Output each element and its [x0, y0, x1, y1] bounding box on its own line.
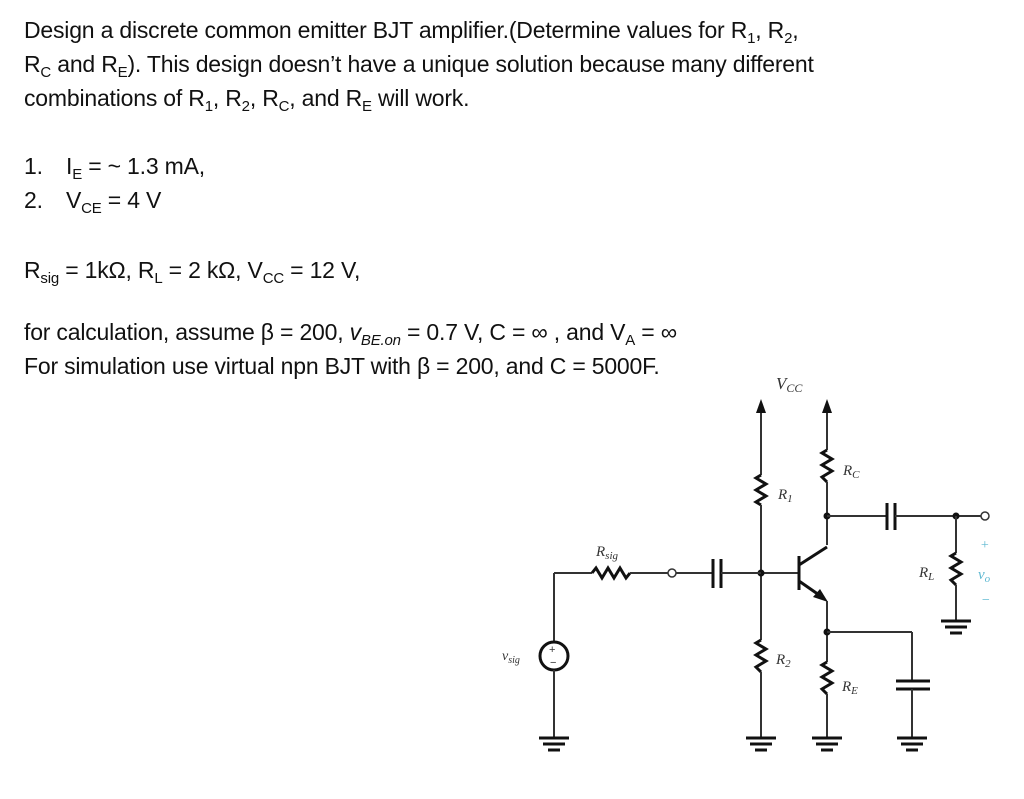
rc-branch: RC [819, 399, 860, 545]
r1-branch: R1 [753, 399, 793, 640]
rl-label: RL [918, 565, 934, 583]
r1-resistor [753, 473, 769, 507]
intro-line-2: RC and RE). This design doesn’t have a u… [24, 51, 814, 81]
rsig-resistor [590, 565, 632, 581]
vcc-arrow-icon [756, 399, 766, 413]
ground-icon [539, 736, 569, 752]
given-values: Rsig = 1kΩ, RL = 2 kΩ, VCC = 12 V, [24, 257, 361, 287]
output-network: RL + vo − [827, 503, 991, 635]
r1-label: R1 [777, 487, 793, 505]
input-terminal [667, 568, 677, 578]
svg-text:+: + [549, 644, 555, 656]
intro-line-3: combinations of R1, R2, RC, and RE will … [24, 85, 470, 115]
vo-minus: − [981, 593, 990, 608]
npn-transistor [757, 545, 831, 662]
vcc-arrow-icon [822, 399, 832, 413]
emitter-network: RE [812, 631, 930, 752]
vsig-label: vsig [502, 649, 520, 666]
emitter-arrow-icon [813, 589, 828, 602]
svg-text:−: − [550, 657, 556, 669]
output-terminal [980, 511, 990, 521]
ground-icon [812, 736, 842, 752]
rc-resistor [819, 448, 835, 484]
r2-branch: R2 [746, 638, 791, 752]
r2-resistor [753, 638, 769, 674]
requirement-vce: 2. VCE = 4 V [24, 187, 162, 217]
input-network: Rsig + − vsig [502, 544, 761, 752]
calculation-assumptions: for calculation, assume β = 200, vBE.on … [24, 319, 677, 349]
rl-resistor [948, 551, 964, 587]
r2-label: R2 [775, 652, 791, 670]
re-label: RE [841, 679, 858, 697]
requirements-list: 1. IE = ~ 1.3 mA, 2. VCE = 4 V [24, 149, 205, 217]
re-resistor [819, 660, 835, 696]
assumptions: for calculation, assume β = 200, vBE.on … [24, 315, 677, 383]
rsig-label: Rsig [595, 544, 619, 562]
ground-icon [897, 736, 927, 752]
ground-icon [746, 736, 776, 752]
vcc-label: VCC [776, 374, 803, 395]
vo-plus: + [980, 538, 989, 553]
ground-icon [941, 619, 971, 635]
requirement-ie: 1. IE = ~ 1.3 mA, [24, 153, 205, 183]
vo-label: vo [978, 567, 991, 585]
problem-intro: Design a discrete common emitter BJT amp… [24, 13, 1014, 115]
intro-line-1: Design a discrete common emitter BJT amp… [24, 17, 799, 47]
rc-label: RC [842, 463, 860, 481]
simulation-note: For simulation use virtual npn BJT with … [24, 353, 660, 379]
